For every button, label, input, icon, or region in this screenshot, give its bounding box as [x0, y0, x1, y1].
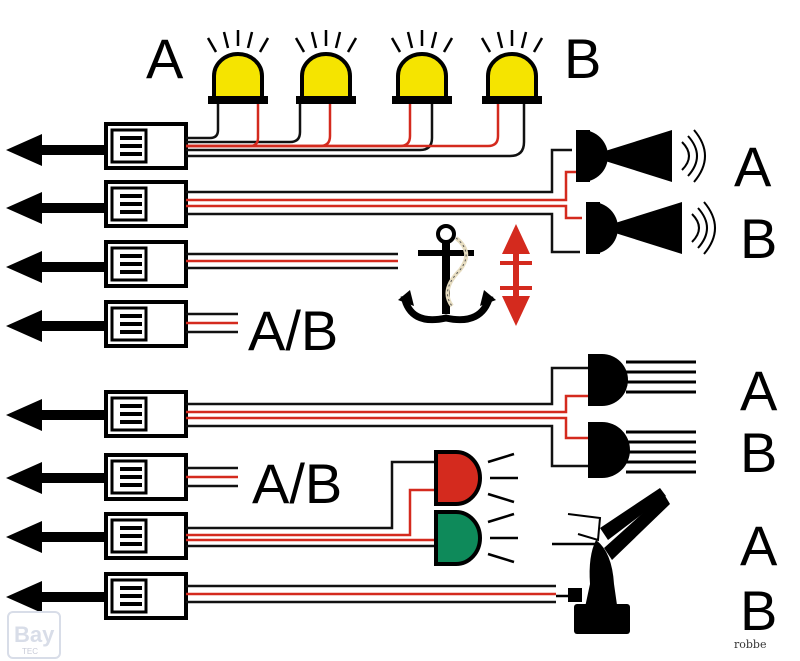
arrow-left-icon: [6, 399, 106, 431]
robbe-watermark: robbe: [734, 638, 766, 651]
beacon-icon: [480, 28, 544, 106]
horn-label-a: A: [734, 135, 772, 198]
horn-icon: [575, 129, 706, 183]
row4-wiring: [186, 312, 238, 334]
arrow-left-icon: [6, 134, 106, 166]
connector-icon: [104, 122, 188, 170]
lamp-icon: [434, 510, 518, 566]
beacon-label-b: B: [564, 27, 601, 90]
row5-label-a: A: [740, 359, 778, 422]
row4-label-ab: A/B: [248, 299, 338, 362]
row8-label-b: B: [740, 579, 777, 642]
anchor-icon: [398, 224, 496, 324]
arrows-column: [6, 134, 106, 613]
connector-icon: [104, 180, 188, 228]
connector-icon: [104, 300, 188, 348]
beacon-icon: [294, 28, 358, 106]
row5-label-b: B: [740, 421, 777, 484]
arrow-left-icon: [6, 251, 106, 283]
connector-icon: [104, 390, 188, 438]
searchlight-icon: [552, 488, 670, 634]
arrow-left-icon: [6, 462, 106, 494]
beacon-icon: [390, 28, 454, 106]
lamp-icon: [588, 422, 698, 478]
arrow-left-icon: [6, 192, 106, 224]
row5-wiring: [186, 366, 588, 468]
connector-icon: [104, 453, 188, 501]
horn-icon: [585, 201, 716, 255]
row8-wiring: [186, 584, 574, 604]
connector-icon: [104, 240, 188, 288]
beacon-label-a: A: [146, 27, 184, 90]
horn-label-b: B: [740, 207, 777, 270]
connectors-column: [104, 122, 188, 620]
row7-wiring: [186, 460, 436, 548]
arrow-left-icon: [6, 581, 106, 613]
row6-label-ab: A/B: [252, 452, 342, 515]
beacon-group: [206, 28, 544, 106]
logo-subtext: TEC: [22, 647, 38, 656]
row7-label-a: A: [740, 514, 778, 577]
lamp-icon: [434, 450, 518, 506]
anchor-wiring: [186, 252, 398, 270]
horn-wiring: [186, 148, 582, 254]
connector-icon: [104, 572, 188, 620]
arrow-left-icon: [6, 521, 106, 553]
baytec-logo: Bay TEC: [7, 611, 61, 659]
connector-icon: [104, 512, 188, 560]
lamp-icon: [588, 354, 698, 406]
beacon-icon: [206, 28, 270, 106]
logo-text: Bay: [14, 622, 55, 647]
up-down-arrow-icon: [500, 224, 532, 326]
row6-wiring: [186, 466, 238, 488]
arrow-left-icon: [6, 310, 106, 342]
beacon-wiring: [186, 104, 526, 158]
